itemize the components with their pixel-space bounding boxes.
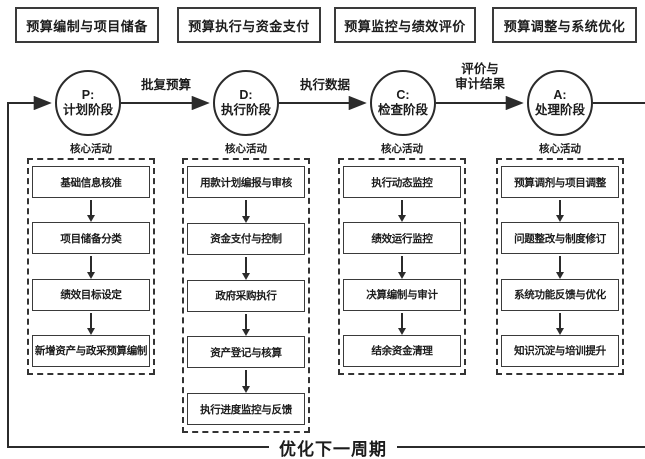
core-activities-label-do: 核心活动 [225, 143, 267, 155]
activity-column-plan: 基础信息核准 项目储备分类 绩效目标设定 新增资产与政采预算编制 [27, 158, 155, 375]
transition-label-line: 评价与 [461, 62, 499, 76]
activity-box: 资金支付与控制 [187, 222, 305, 255]
stage-name: 执行阶段 [220, 103, 271, 117]
activity-column-act: 预算调剂与项目调整 问题整改与制度修订 系统功能反馈与优化 知识沉淀与培训提升 [496, 158, 624, 375]
activity-box: 新增资产与政采预算编制 [32, 334, 150, 367]
core-activities-label-check: 核心活动 [381, 143, 423, 155]
header-box-label: 预算编制与项目储备 [26, 18, 148, 34]
stage-name: 计划阶段 [62, 103, 113, 117]
core-activities-label-act: 核心活动 [539, 143, 581, 155]
core-activities-label-plan: 核心活动 [70, 143, 112, 155]
transition-label-line: 执行数据 [299, 78, 350, 92]
down-arrow-icon [184, 312, 308, 337]
transition-label-evaluation-audit-results: 评价与 审计结果 [435, 62, 525, 92]
down-arrow-icon [29, 254, 153, 279]
activity-box: 问题整改与制度修订 [501, 222, 619, 255]
stage-name: 检查阶段 [377, 103, 428, 117]
activity-box: 绩效运行监控 [343, 222, 461, 255]
down-arrow-icon [498, 254, 622, 279]
transition-label-line: 审计结果 [454, 77, 505, 91]
transition-label-approve-budget: 批复预算 [121, 78, 211, 93]
down-arrow-icon [498, 311, 622, 336]
stage-circle-act: A: 处理阶段 [527, 70, 593, 136]
activity-box: 政府采购执行 [187, 279, 305, 312]
header-box-label: 预算调整与系统优化 [503, 18, 626, 34]
activity-box: 结余资金清理 [343, 334, 461, 367]
transition-label-line: 批复预算 [140, 78, 191, 92]
stage-circle-check: C: 检查阶段 [370, 70, 436, 136]
down-arrow-icon [29, 198, 153, 223]
activity-box: 项目储备分类 [32, 222, 150, 255]
header-box-budget-preparation: 预算编制与项目储备 [15, 7, 159, 43]
down-arrow-icon [184, 368, 308, 393]
header-box-budget-adjustment: 预算调整与系统优化 [492, 7, 637, 43]
activity-box: 执行动态监控 [343, 166, 461, 198]
activity-box: 执行进度监控与反馈 [187, 393, 305, 425]
stage-letter: C: [396, 88, 410, 102]
down-arrow-icon [340, 311, 464, 336]
down-arrow-icon [184, 255, 308, 280]
feedback-loop-label: 优化下一周期 [269, 435, 397, 459]
down-arrow-icon [184, 198, 308, 223]
transition-label-execution-data: 执行数据 [280, 78, 370, 93]
down-arrow-icon [340, 198, 464, 223]
stage-circle-do: D: 执行阶段 [213, 70, 279, 136]
down-arrow-icon [498, 198, 622, 223]
header-box-label: 预算监控与绩效评价 [344, 18, 466, 34]
stage-name: 处理阶段 [534, 103, 585, 117]
down-arrow-icon [29, 311, 153, 336]
activity-box: 基础信息核准 [32, 166, 150, 198]
activity-column-check: 执行动态监控 绩效运行监控 决算编制与审计 结余资金清理 [338, 158, 466, 375]
activity-box: 系统功能反馈与优化 [501, 278, 619, 311]
activity-box: 决算编制与审计 [343, 278, 461, 311]
down-arrow-icon [340, 254, 464, 279]
activity-column-do: 用款计划编报与审核 资金支付与控制 政府采购执行 资产登记与核算 执行进度监控与… [182, 158, 310, 433]
header-box-budget-monitoring: 预算监控与绩效评价 [334, 7, 476, 43]
stage-circle-plan: P: 计划阶段 [55, 70, 121, 136]
stage-letter: A: [553, 88, 567, 102]
activity-box: 知识沉淀与培训提升 [501, 334, 619, 367]
header-box-label: 预算执行与资金支付 [188, 18, 310, 34]
stage-letter: P: [81, 88, 95, 102]
activity-box: 资产登记与核算 [187, 336, 305, 369]
activity-box: 用款计划编报与审核 [187, 166, 305, 198]
stage-letter: D: [239, 88, 253, 102]
activity-box: 预算调剂与项目调整 [501, 166, 619, 198]
activity-box: 绩效目标设定 [32, 278, 150, 311]
header-box-budget-execution: 预算执行与资金支付 [177, 7, 321, 43]
